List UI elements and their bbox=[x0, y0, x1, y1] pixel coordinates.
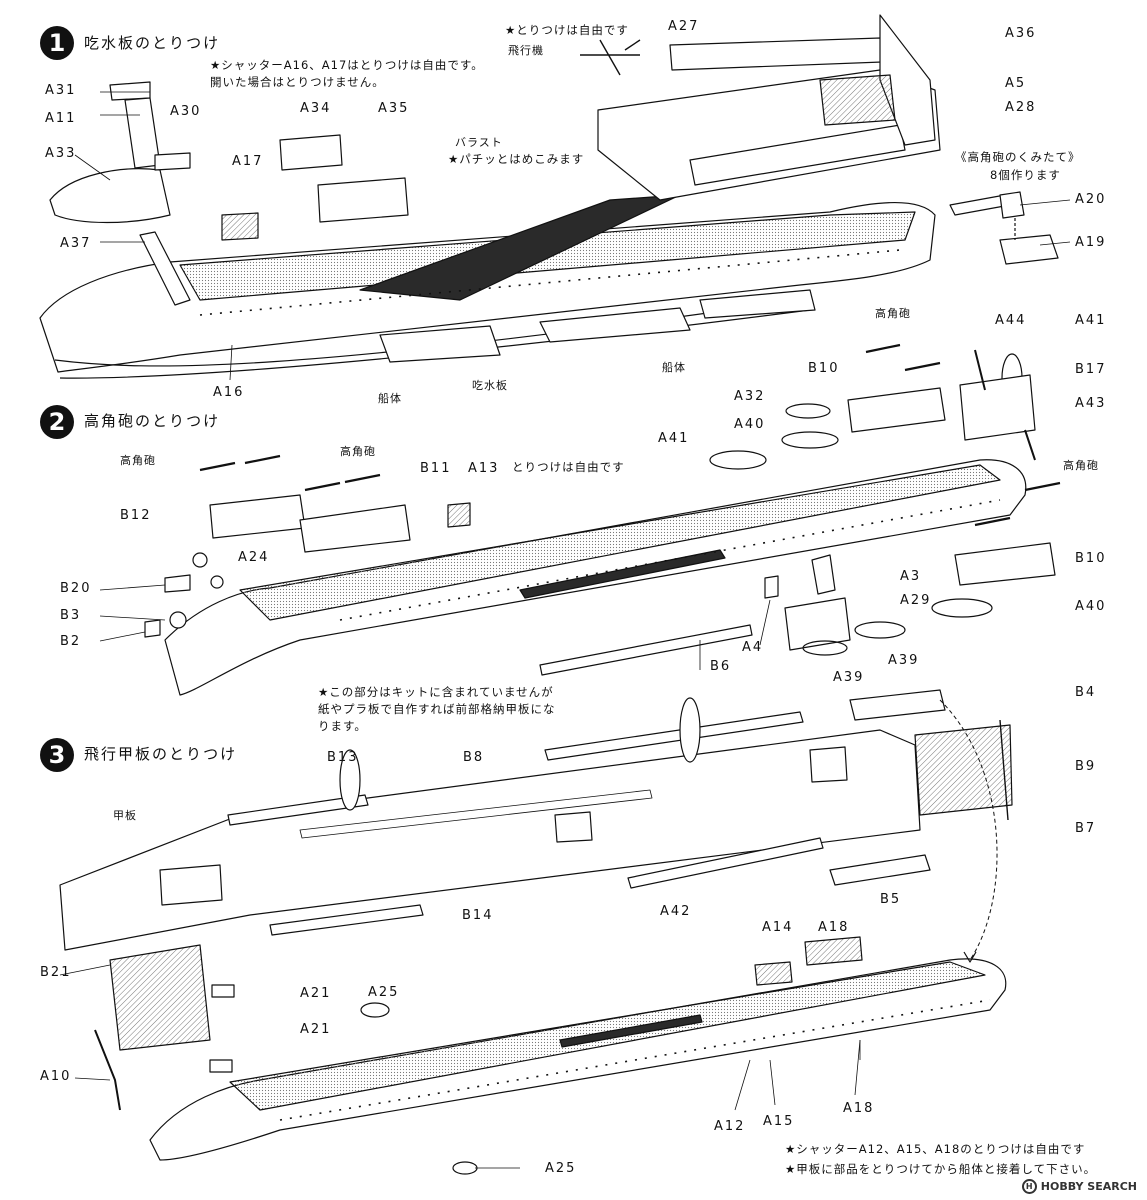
part-a24: A24 bbox=[238, 550, 270, 565]
part-a16: A16 bbox=[213, 385, 245, 400]
label-deck: 甲板 bbox=[113, 809, 137, 822]
step-1-badge: 1 bbox=[40, 26, 74, 60]
part-a30: A30 bbox=[170, 104, 202, 119]
step-3-badge: 3 bbox=[40, 738, 74, 772]
watermark-text: HOBBY SEARCH bbox=[1040, 1180, 1137, 1193]
step-2-title: 高角砲のとりつけ bbox=[84, 412, 221, 430]
part-a28: A28 bbox=[1005, 100, 1037, 115]
part-b17: B17 bbox=[1075, 362, 1107, 377]
note-attach-deck-first: ★甲板に部品をとりつけてから船体と接着して下さい。 bbox=[785, 1162, 1097, 1176]
note-shutter-a12-a15-a18: ★シャッターA12、A15、A18のとりつけは自由です bbox=[785, 1142, 1086, 1156]
part-b3: B3 bbox=[60, 608, 82, 623]
part-a12: A12 bbox=[714, 1119, 746, 1134]
hag-assembly-title: 《高角砲のくみたて》 bbox=[955, 150, 1081, 164]
part-a10: A10 bbox=[40, 1069, 72, 1084]
label-hull-2: 船体 bbox=[662, 361, 686, 374]
part-a29: A29 bbox=[900, 593, 932, 608]
part-a14: A14 bbox=[762, 920, 794, 935]
part-a40-top: A40 bbox=[734, 417, 766, 432]
part-b9: B9 bbox=[1075, 759, 1097, 774]
part-b14: B14 bbox=[462, 908, 494, 923]
part-a4: A4 bbox=[742, 640, 764, 655]
part-a36: A36 bbox=[1005, 26, 1037, 41]
part-a11: A11 bbox=[45, 111, 77, 126]
step-3-number: 3 bbox=[48, 741, 66, 769]
part-a43: A43 bbox=[1075, 396, 1107, 411]
step3-flightdeck-drawing bbox=[59, 689, 1013, 1175]
part-b5: B5 bbox=[880, 892, 902, 907]
step1-hull-drawing bbox=[39, 14, 941, 381]
part-b2: B2 bbox=[60, 634, 82, 649]
label-hag-3: 高角砲 bbox=[340, 445, 376, 458]
label-hull-1: 船体 bbox=[378, 392, 402, 405]
part-b10-top: B10 bbox=[808, 361, 840, 376]
part-a42: A42 bbox=[660, 904, 692, 919]
part-b20: B20 bbox=[60, 581, 92, 596]
part-a27: A27 bbox=[668, 19, 700, 34]
part-a40-right: A40 bbox=[1075, 599, 1107, 614]
part-b11: B11 bbox=[420, 461, 452, 476]
part-b12: B12 bbox=[120, 508, 152, 523]
hag-assembly-count: 8個作ります bbox=[990, 168, 1061, 182]
part-b4: B4 bbox=[1075, 685, 1097, 700]
label-hag-2: 高角砲 bbox=[120, 454, 156, 467]
note-plane-optional: ★とりつけは自由です bbox=[505, 23, 629, 37]
part-b6: B6 bbox=[710, 659, 732, 674]
part-b13: B13 bbox=[327, 750, 359, 765]
step2-hull-drawing bbox=[99, 343, 1061, 696]
part-a25-bottom: A25 bbox=[545, 1161, 577, 1176]
part-a34: A34 bbox=[300, 101, 332, 116]
label-ballast: バラスト bbox=[455, 136, 503, 149]
step-1-number: 1 bbox=[48, 29, 66, 57]
part-a35: A35 bbox=[378, 101, 410, 116]
part-a13: A13 bbox=[468, 461, 500, 476]
hag-assembly-drawing bbox=[949, 191, 1071, 265]
note-not-in-kit-1: ★この部分はキットに含まれていませんが bbox=[318, 685, 554, 699]
note-ballast-snap: ★パチッとはめこみます bbox=[448, 152, 585, 166]
note-shutter-a16-a17: ★シャッターA16、A17はとりつけは自由です。 bbox=[210, 58, 484, 72]
step-3-title: 飛行甲板のとりつけ bbox=[84, 745, 238, 763]
note-not-in-kit-2: 紙やプラ板で自作すれば前部格納甲板にな bbox=[318, 702, 556, 716]
step-2-number: 2 bbox=[48, 408, 66, 436]
step-1-title: 吃水板のとりつけ bbox=[84, 34, 221, 52]
part-a17: A17 bbox=[232, 154, 264, 169]
step-2-badge: 2 bbox=[40, 405, 74, 439]
label-airplane: 飛行機 bbox=[508, 44, 544, 57]
part-a15: A15 bbox=[763, 1114, 795, 1129]
part-b21: B21 bbox=[40, 965, 72, 980]
part-b10-right: B10 bbox=[1075, 551, 1107, 566]
part-a18-top: A18 bbox=[818, 920, 850, 935]
part-a33: A33 bbox=[45, 146, 77, 161]
part-b8: B8 bbox=[463, 750, 485, 765]
part-b7: B7 bbox=[1075, 821, 1097, 836]
part-a44: A44 bbox=[995, 313, 1027, 328]
part-a19: A19 bbox=[1075, 235, 1107, 250]
part-a5: A5 bbox=[1005, 76, 1027, 91]
part-a41-right: A41 bbox=[1075, 313, 1107, 328]
part-a3: A3 bbox=[900, 569, 922, 584]
label-draft-board: 吃水板 bbox=[472, 379, 508, 392]
label-hag-1: 高角砲 bbox=[875, 307, 911, 320]
part-a21-bottom: A21 bbox=[300, 1022, 332, 1037]
part-a31: A31 bbox=[45, 83, 77, 98]
part-a25-top: A25 bbox=[368, 985, 400, 1000]
part-a39-right: A39 bbox=[888, 653, 920, 668]
part-a18-bottom: A18 bbox=[843, 1101, 875, 1116]
part-a41-left: A41 bbox=[658, 431, 690, 446]
part-a21-top: A21 bbox=[300, 986, 332, 1001]
part-a37: A37 bbox=[60, 236, 92, 251]
part-a39-left: A39 bbox=[833, 670, 865, 685]
note-a13-optional: とりつけは自由です bbox=[512, 460, 625, 474]
label-hag-4: 高角砲 bbox=[1063, 459, 1099, 472]
watermark: H HOBBY SEARCH bbox=[1021, 1179, 1137, 1194]
watermark-badge: H bbox=[1021, 1179, 1037, 1194]
note-shutter-open: 開いた場合はとりつけません。 bbox=[210, 75, 385, 89]
part-a20: A20 bbox=[1075, 192, 1107, 207]
note-not-in-kit-3: ります。 bbox=[318, 719, 367, 733]
part-a32: A32 bbox=[734, 389, 766, 404]
